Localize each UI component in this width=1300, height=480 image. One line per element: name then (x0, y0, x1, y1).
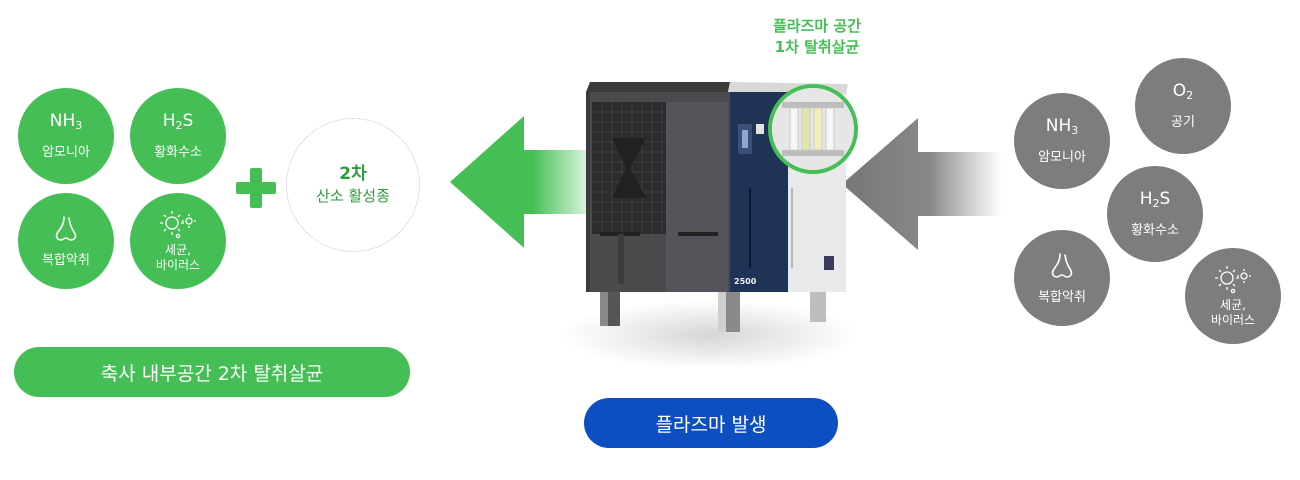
ammonia-formula: NH3 (49, 111, 83, 132)
left-caption-pill: 축사 내부공간 2차 탈취살균 (14, 347, 410, 397)
h2s-label: 황화수소 (154, 145, 202, 160)
germs-label-line1: 세균, (1220, 298, 1246, 312)
odor-label: 복합악취 (42, 252, 90, 268)
plasma-tubes-image (772, 88, 854, 170)
plasma-caption: 플라즈마 공간 1차 탈취살균 (742, 16, 892, 58)
oxygen-label: 공기 (1171, 115, 1195, 130)
plasma-machine: 2500 (586, 82, 848, 332)
gray-arrow-left-icon (842, 118, 1002, 250)
germ-icon (1215, 266, 1251, 294)
plasma-zone-callout (768, 84, 858, 174)
right-oxygen-circle: O2 공기 (1135, 58, 1231, 154)
left-ammonia-circle: NH3 암모니아 (18, 88, 114, 184)
nose-icon (1051, 252, 1073, 278)
oxygen-formula: O2 (1172, 81, 1194, 102)
h2s-formula: H2S (1139, 189, 1171, 210)
h2s-formula: H2S (162, 111, 194, 132)
plus-icon (236, 168, 276, 208)
plasma-caption-line1: 플라즈마 공간 (772, 17, 862, 35)
germs-label-line2: 바이러스 (1210, 313, 1256, 327)
machine-model-text: 2500 (734, 277, 757, 286)
ammonia-formula: NH3 (1045, 116, 1079, 137)
left-odor-circle: 복합악취 (18, 193, 114, 289)
secondary-title: 2차 (339, 164, 367, 184)
ammonia-label: 암모니아 (42, 145, 90, 160)
plasma-caption-line2: 1차 탈취살균 (774, 38, 860, 56)
left-h2s-circle: H2S 황화수소 (130, 88, 226, 184)
plasma-generation-pill: 플라즈마 발생 (584, 398, 838, 448)
secondary-oxygen-circle: 2차 산소 활성종 (286, 118, 420, 252)
h2s-label: 황화수소 (1131, 223, 1179, 238)
right-odor-circle: 복합악취 (1014, 230, 1110, 326)
left-germs-circle: 세균, 바이러스 (130, 193, 226, 289)
green-arrow-left-icon (450, 116, 600, 248)
germs-label-line2: 바이러스 (155, 258, 201, 272)
right-h2s-circle: H2S 황화수소 (1107, 166, 1203, 262)
right-ammonia-circle: NH3 암모니아 (1014, 93, 1110, 189)
right-germs-circle: 세균, 바이러스 (1185, 248, 1281, 344)
germ-icon (160, 211, 196, 239)
secondary-subtitle: 산소 활성종 (316, 187, 390, 205)
ammonia-label: 암모니아 (1038, 150, 1086, 165)
odor-label: 복합악취 (1038, 289, 1086, 305)
germs-label-line1: 세균, (165, 243, 191, 257)
nose-icon (55, 215, 77, 241)
